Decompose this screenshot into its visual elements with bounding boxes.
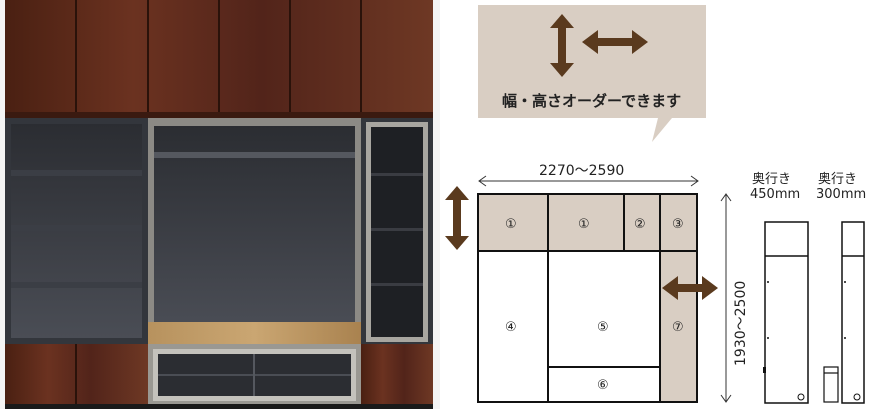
section-label: ③ (672, 217, 684, 232)
left-height-arrow-icon (445, 186, 469, 250)
side-b-depth-value: 300mm (816, 187, 866, 202)
front-elevation: ① ① ② ③ ④ ⑤ ⑥ ⑦ (477, 193, 698, 403)
horizontal-resize-arrow-icon (582, 30, 648, 54)
side-view-450: 奥行き 450mm (750, 172, 809, 404)
width-dimension-label: 2270〜2590 (539, 163, 624, 179)
wall-unit-photo (0, 0, 440, 409)
section-label: ④ (505, 320, 517, 335)
tv-opening (148, 118, 361, 344)
upper-wood-doors (5, 0, 433, 118)
section7-width-arrow-icon (662, 276, 718, 300)
section-label: ⑤ (597, 320, 609, 335)
vertical-resize-arrow-icon (550, 14, 574, 77)
side-view-300: 奥行き 300mm (816, 172, 866, 404)
right-glass-cabinet (361, 118, 433, 344)
section-label: ① (505, 217, 517, 232)
height-dimension: 1930〜2500 (720, 193, 749, 403)
section-label: ⑦ (672, 320, 684, 335)
side-b-depth-label: 奥行き (818, 172, 857, 187)
height-dimension-label: 1930〜2500 (733, 281, 749, 366)
side-a-depth-value: 450mm (750, 187, 800, 202)
section-label: ① (578, 217, 590, 232)
left-open-shelf (5, 118, 148, 344)
section-label: ⑥ (597, 378, 609, 393)
section-label: ② (634, 217, 646, 232)
side-a-depth-label: 奥行き (752, 172, 791, 187)
width-dimension: 2270〜2590 (478, 163, 699, 187)
lower-units (5, 344, 433, 409)
callout-bubble: 幅・高さオーダーできます (478, 5, 706, 142)
callout-text: 幅・高さオーダーできます (502, 92, 681, 110)
